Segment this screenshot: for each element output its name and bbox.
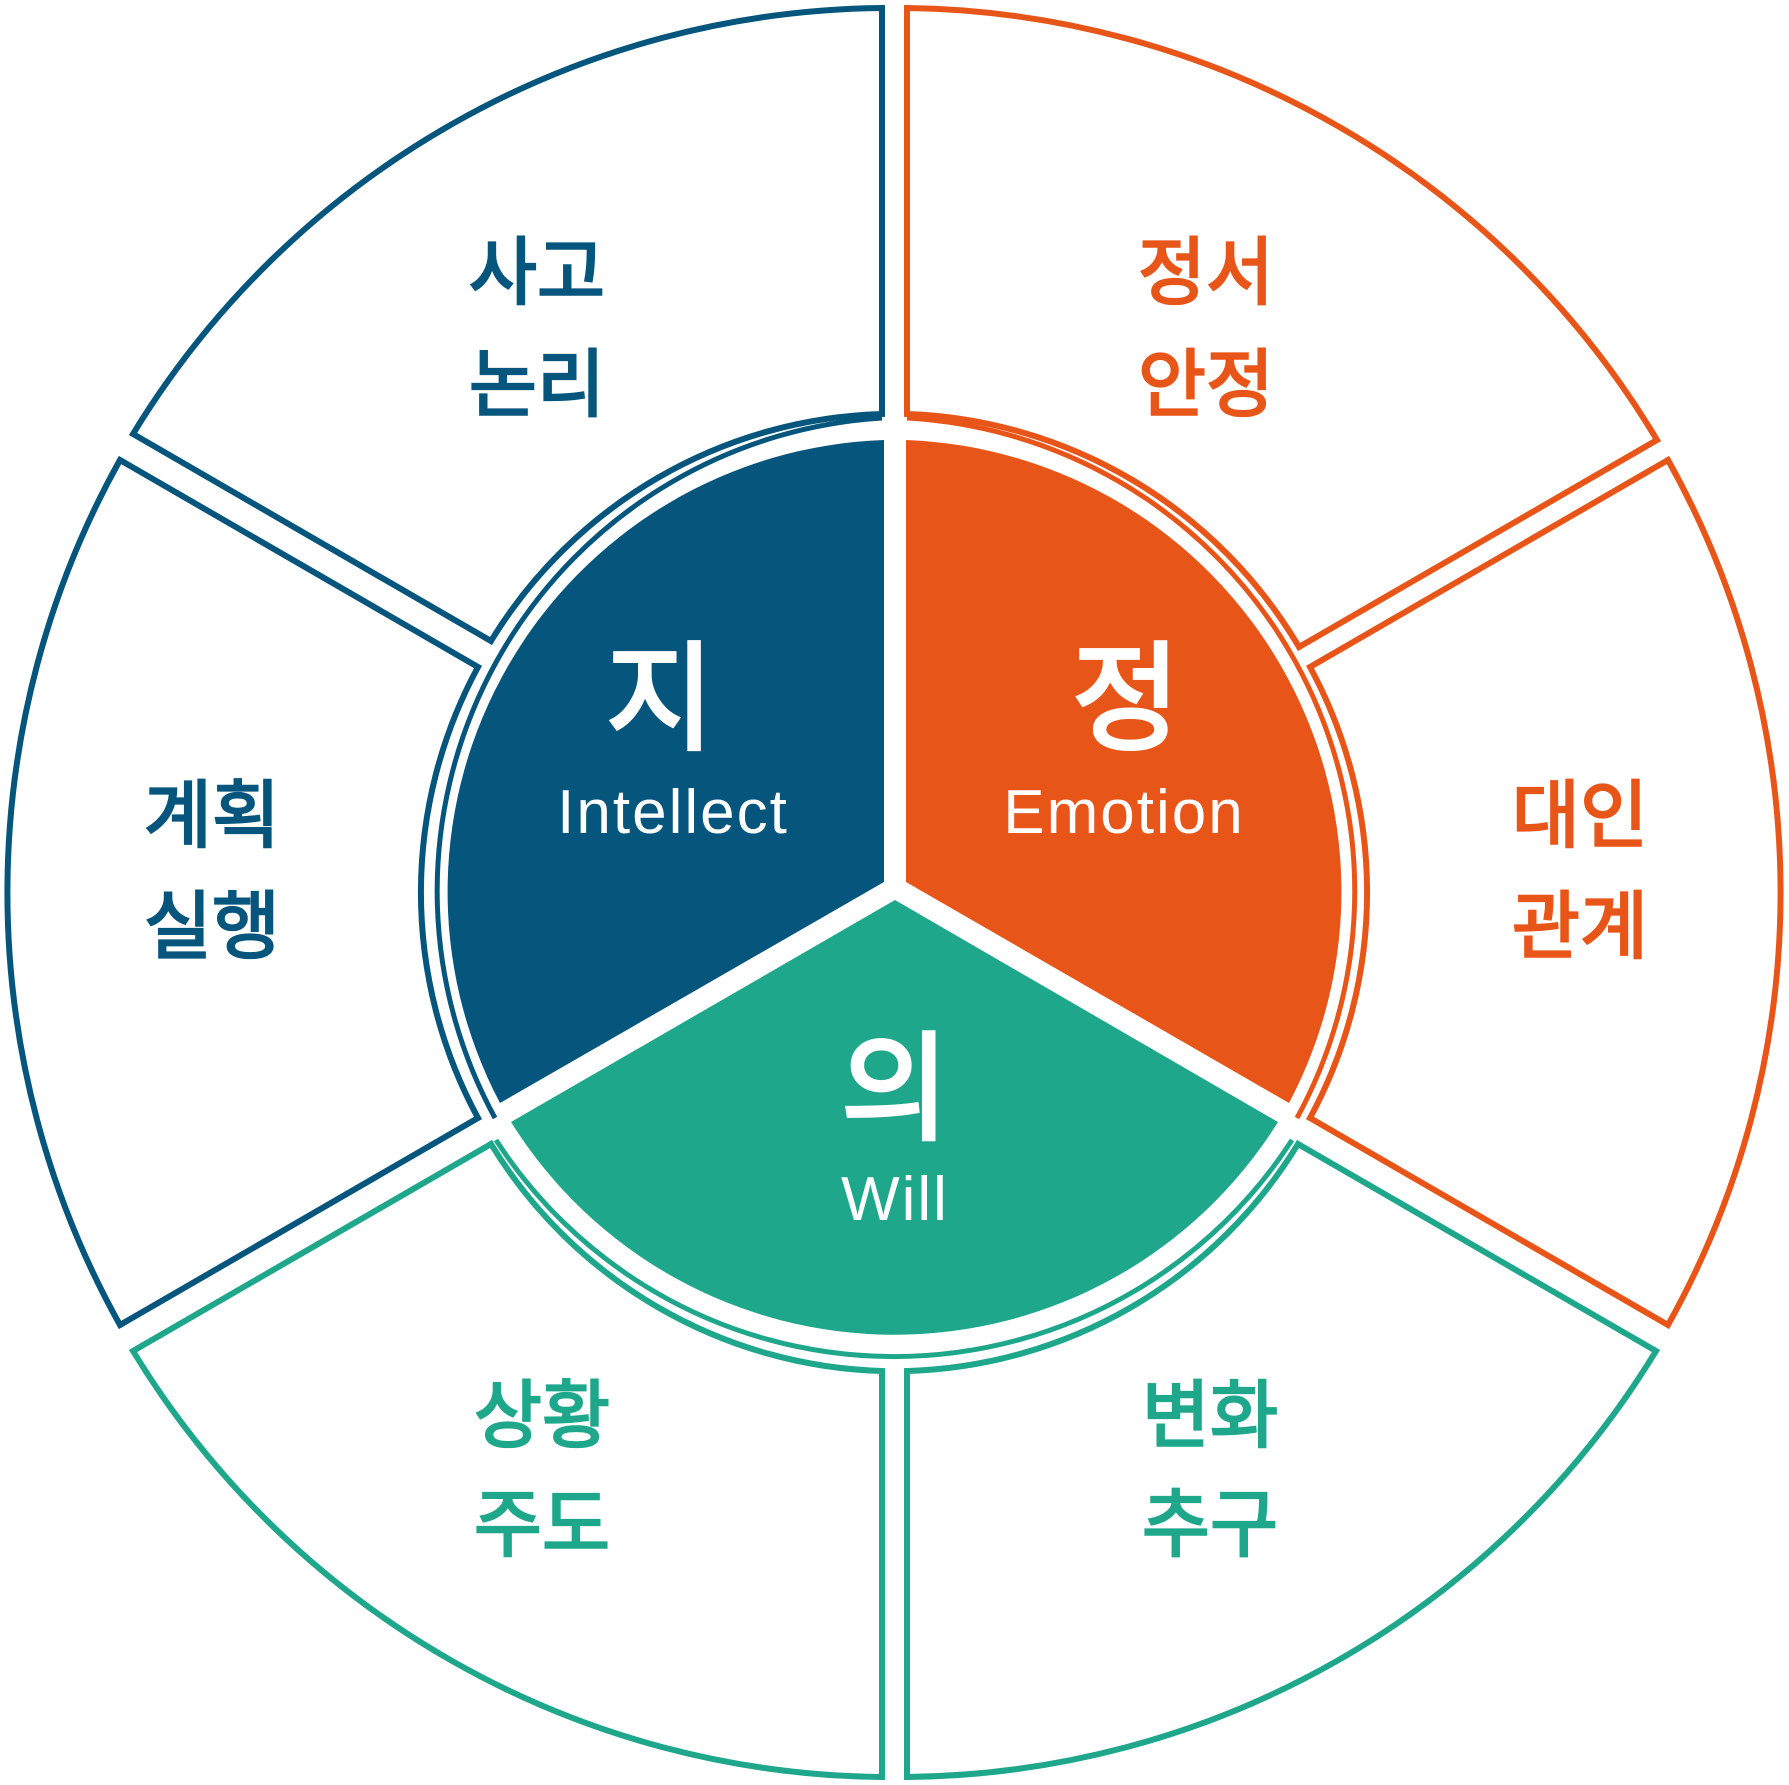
label-top-left-line1: 사고 [469,230,605,316]
inner-ring-will [493,1138,1295,1359]
label-left: 계획 실행 [144,773,280,970]
core-sector-emotion [906,440,1342,1103]
label-bottom-left-line1: 상황 [474,1373,610,1459]
label-top-right: 정서 안정 [1138,230,1274,428]
label-right: 대인 관계 [1512,773,1648,970]
segment-bottom-left [128,1139,885,1781]
core-sector-will [511,900,1278,1335]
segment-top-right [904,4,1662,652]
segment-right [1305,455,1784,1330]
label-right-line2: 관계 [1512,884,1648,970]
outer-ring [4,4,1784,1781]
label-bottom-left-line2: 주도 [474,1482,610,1568]
emotion-subtitle: Emotion [1003,778,1244,847]
label-bottom-right-line1: 변화 [1142,1373,1278,1459]
inner-ring-emotion [906,415,1358,1120]
segment-top-left [128,4,885,646]
label-bottom-right-line2: 추구 [1142,1482,1278,1568]
label-left-line2: 실행 [144,884,280,970]
emotion-title: 정 [1072,630,1181,768]
intellect-subtitle: Intellect [557,778,789,847]
label-bottom-left: 상황 주도 [474,1373,610,1568]
label-bottom-right: 변화 추구 [1142,1373,1278,1568]
will-title: 의 [841,1020,950,1158]
core-sector-intellect [447,440,884,1103]
label-top-right-line2: 안정 [1138,342,1274,428]
segment-left [4,455,483,1330]
label-top-left-line2: 논리 [469,342,605,428]
label-top-right-line1: 정서 [1138,230,1274,316]
inner-ring-intellect [434,415,883,1120]
label-right-line1: 대인 [1512,773,1648,859]
intellect-title: 지 [606,630,715,768]
label-top-left: 사고 논리 [469,230,605,428]
will-subtitle: Will [841,1165,949,1234]
core-circle [447,440,1342,1335]
inner-rings [434,415,1358,1359]
segment-bottom-right [904,1139,1661,1781]
label-left-line1: 계획 [144,773,280,859]
